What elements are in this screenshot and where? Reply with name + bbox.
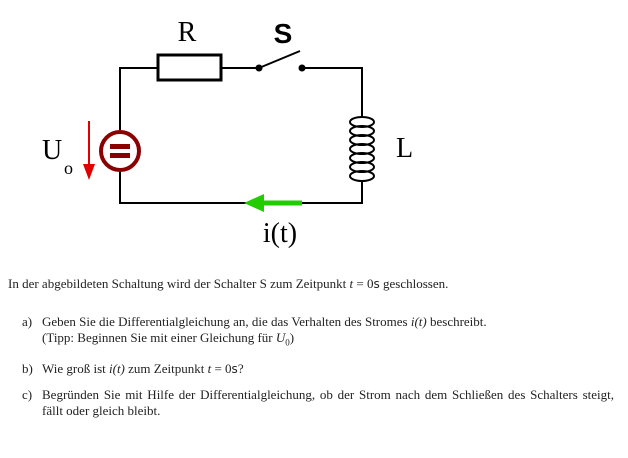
task-a: a) Geben Sie die Differentialgleichung a… bbox=[22, 314, 614, 351]
wires bbox=[119, 67, 363, 204]
voltage-source bbox=[99, 130, 141, 172]
switch-contact-right bbox=[298, 64, 306, 72]
task-letter: a) bbox=[22, 314, 33, 329]
voltage-label: U bbox=[42, 135, 62, 166]
current-label: i(t) bbox=[263, 218, 297, 249]
wire-left-top bbox=[119, 67, 158, 130]
resistor bbox=[156, 53, 223, 82]
circuit-diagram: R S L U o i(t) bbox=[42, 17, 413, 249]
current-arrow bbox=[244, 194, 302, 212]
voltage-arrow bbox=[83, 121, 95, 180]
task-text: Geben Sie die Differentialgleichung an, … bbox=[42, 314, 487, 348]
switch bbox=[255, 50, 306, 72]
switch-contact-left bbox=[255, 64, 263, 72]
task-b: b) Wie groß ist i(t) zum Zeitpunkt t = 0… bbox=[22, 361, 614, 377]
wire-bottom bbox=[119, 170, 363, 204]
wire-top-right bbox=[302, 67, 363, 112]
resistor-label: R bbox=[178, 17, 197, 48]
task-c: c) Begründen Sie mit Hilfe der Different… bbox=[22, 387, 614, 419]
intro-text: In der abgebildeten Schaltung wird der S… bbox=[8, 276, 449, 291]
task-text: Wie groß ist i(t) zum Zeitpunkt t = 0s? bbox=[42, 360, 244, 376]
voltage-label-subscript: o bbox=[64, 158, 73, 178]
inductor-label: L bbox=[396, 133, 413, 164]
switch-label: S bbox=[274, 18, 293, 49]
task-list: a) Geben Sie die Differentialgleichung a… bbox=[22, 314, 614, 429]
task-letter: c) bbox=[22, 386, 33, 402]
inductor bbox=[349, 112, 375, 185]
task-letter: b) bbox=[22, 360, 33, 376]
switch-lever bbox=[258, 50, 301, 69]
task-text: Begründen Sie mit Hilfe der Differential… bbox=[42, 386, 614, 418]
